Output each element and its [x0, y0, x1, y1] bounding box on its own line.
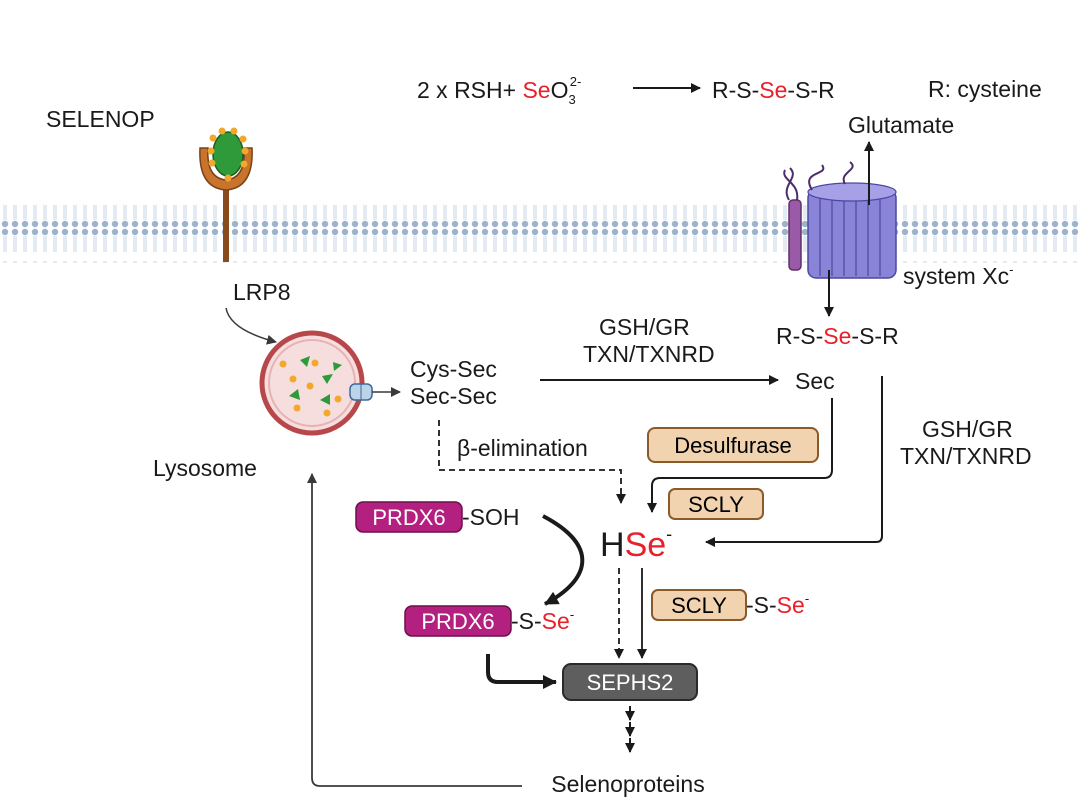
lipid-bilayer-icon	[0, 205, 1081, 263]
reaction-left-prefix: 2 x RSH+	[417, 77, 522, 103]
hse-sup: -	[666, 524, 672, 544]
svg-text:system Xc-: system Xc-	[903, 262, 1013, 289]
hse-se: Se	[625, 526, 667, 564]
reaction-left-sup: 2-	[570, 74, 582, 89]
scly-sup: -	[805, 591, 809, 606]
prdx6-persulfidation-arrow	[542, 514, 585, 606]
selenop-protein-icon	[207, 127, 249, 182]
selenite-reaction: 2 x RSH+ SeO32- R-S-Se-S-R R: cysteine	[417, 74, 1042, 107]
svg-text:-S-Se-: -S-Se-	[746, 591, 809, 618]
prdx6-box-a: PRDX6	[355, 501, 463, 533]
cys-sec-label: Cys-Sec	[410, 356, 497, 382]
rsser-a: R-S-	[776, 323, 823, 349]
rsser-se: Se	[823, 323, 851, 349]
svg-text:-S-Se-: -S-Se-	[511, 607, 574, 634]
reaction-right-se: Se	[759, 77, 787, 103]
scly-s: -S-	[746, 592, 777, 618]
rsser-b: -S-R	[851, 323, 898, 349]
beta-elimination-label: β-elimination	[457, 435, 588, 461]
scly-box: SCLY	[668, 488, 764, 520]
prdx6-soh-suffix: -SOH	[462, 504, 520, 530]
prdx6-s: -S-	[511, 608, 542, 634]
reaction-right-b: -S-R	[787, 77, 834, 103]
prdx6-box-b: PRDX6	[404, 605, 512, 637]
system-xc-sup: -	[1009, 262, 1013, 277]
txn-txnrd-label-2: TXN/TXNRD	[900, 443, 1032, 469]
svg-text:R-S-Se-S-R: R-S-Se-S-R	[712, 77, 835, 103]
sec-label: Sec	[795, 368, 835, 394]
svg-text:R-S-Se-S-R: R-S-Se-S-R	[776, 323, 899, 349]
beta-elimination-arrow	[438, 420, 626, 504]
system-xc-transporter-icon	[783, 161, 897, 279]
desulfurase-box: Desulfurase	[647, 427, 819, 463]
svg-text:SCLY: SCLY	[688, 492, 744, 517]
scly-box-2: SCLY	[651, 589, 747, 621]
hse-h: H	[600, 526, 625, 564]
svg-text:PRDX6: PRDX6	[421, 609, 494, 634]
reaction-note: R: cysteine	[928, 76, 1042, 102]
svg-text:HSe-: HSe-	[600, 524, 672, 564]
lysosome-label: Lysosome	[153, 455, 257, 481]
svg-text:PRDX6: PRDX6	[372, 505, 445, 530]
selenoproteins-to-lysosome-arrow	[307, 473, 522, 787]
sec-sec-label: Sec-Sec	[410, 383, 497, 409]
reaction-left-se: Se	[522, 77, 550, 103]
svg-text:SEPHS2: SEPHS2	[587, 670, 674, 695]
sephs2-box: SEPHS2	[562, 663, 698, 701]
lysosome-vesicle-icon	[259, 330, 373, 436]
gsh-gr-label-2: GSH/GR	[922, 416, 1013, 442]
lrp8-label: LRP8	[233, 279, 291, 305]
svg-text:Desulfurase: Desulfurase	[674, 433, 791, 458]
svg-text:SCLY: SCLY	[671, 593, 727, 618]
prdx6-to-sephs2-arrow	[486, 654, 557, 689]
sec-to-hse-arrow	[647, 398, 833, 513]
endocytosis-arrow	[225, 307, 277, 345]
system-xc-label: system Xc	[903, 263, 1009, 289]
glutamate-label: Glutamate	[848, 112, 954, 138]
txn-txnrd-label-1: TXN/TXNRD	[583, 341, 715, 367]
scly-se: Se	[777, 592, 805, 618]
selenop-label: SELENOP	[46, 106, 155, 132]
reaction-left-o: O	[551, 77, 569, 103]
reaction-left-sub: 3	[569, 92, 576, 107]
reaction-right-a: R-S-	[712, 77, 759, 103]
prdx6-se: Se	[542, 608, 570, 634]
prdx6-sup: -	[570, 607, 574, 622]
cystine-to-hse-arrow	[705, 376, 883, 547]
svg-text:2 x RSH+ SeO32-: 2 x RSH+ SeO3 2-	[417, 74, 581, 107]
selenoproteins-label: Selenoproteins	[551, 771, 704, 797]
gsh-gr-label-1: GSH/GR	[599, 314, 690, 340]
